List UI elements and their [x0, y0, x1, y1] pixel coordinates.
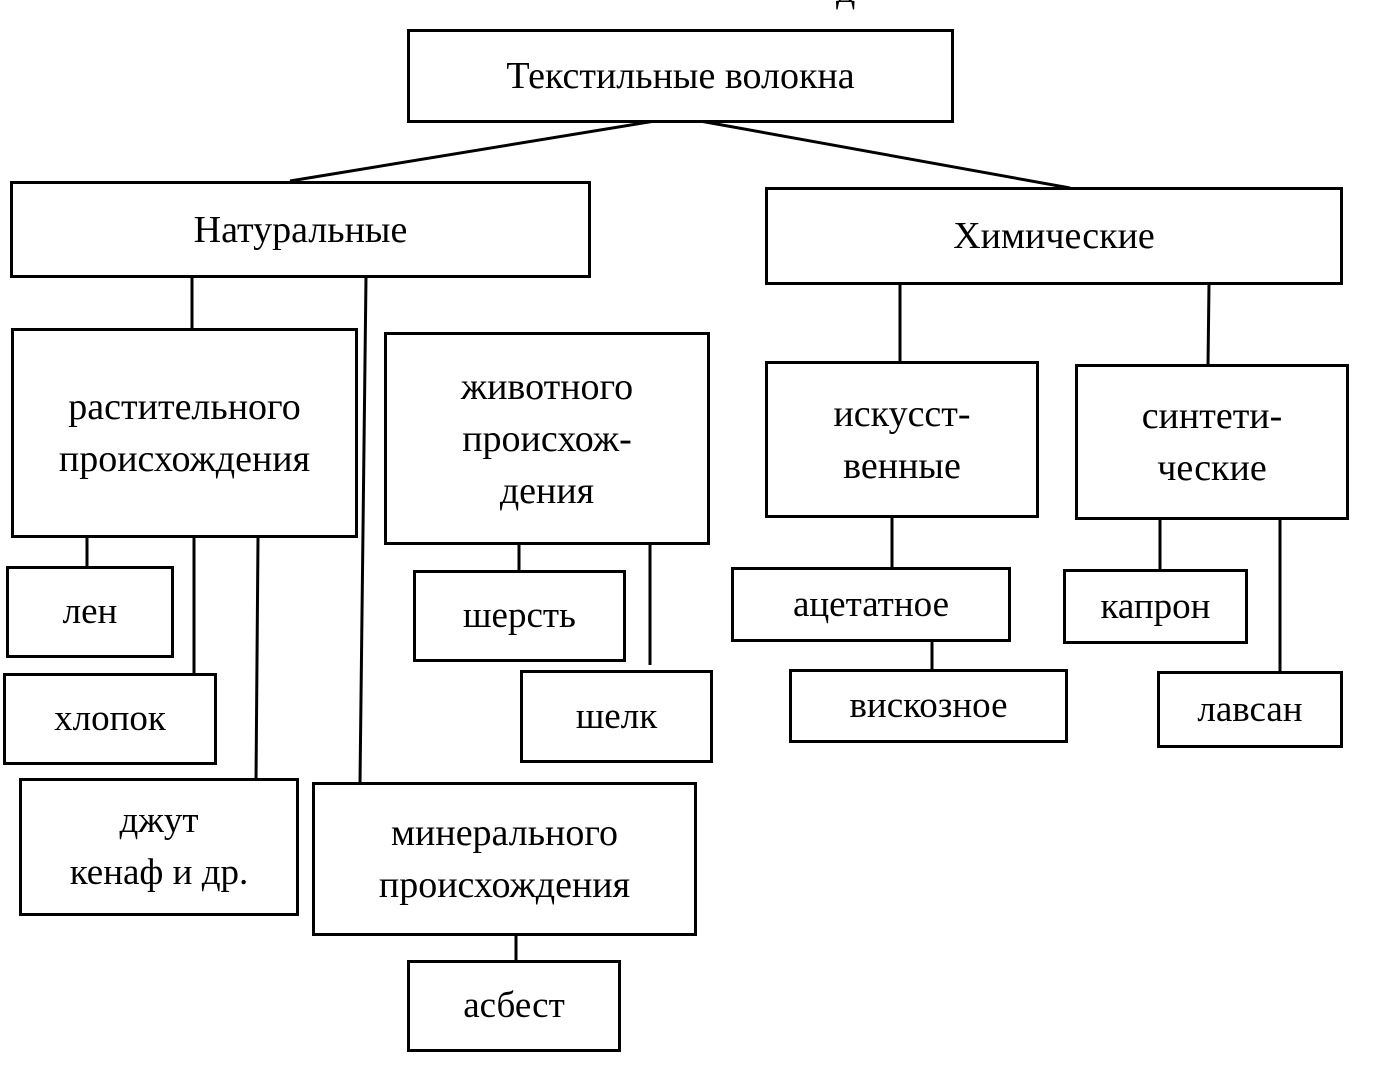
node-label: Химические: [953, 215, 1155, 257]
node-label: синтети-: [1141, 395, 1283, 437]
node-label: венные: [843, 444, 961, 487]
node-label: происхождения: [58, 438, 311, 480]
node-label: лавсан: [1197, 688, 1303, 730]
node-plant-origin: растительного происхождения: [11, 328, 358, 538]
node-label: растительного: [68, 386, 301, 428]
node-label: джут: [119, 800, 199, 841]
node-asbestos: асбест: [407, 960, 621, 1052]
node-acetate: ацетатное: [731, 567, 1011, 642]
node-label: хлопок: [54, 698, 166, 739]
connector-natural-mineral: [358, 276, 368, 784]
node-label: происхождения: [378, 864, 631, 906]
node-viscose: вискозное: [789, 669, 1068, 743]
node-wool: шерсть: [413, 570, 626, 662]
node-lavsan: лавсан: [1157, 671, 1343, 748]
connector-chemical-synthetic: [1206, 283, 1211, 367]
node-artificial: искусст- венные: [765, 361, 1039, 518]
node-label: капрон: [1100, 585, 1211, 627]
node-label: Текстильные волокна: [506, 55, 855, 97]
node-label: искусст-: [833, 392, 971, 435]
node-label: шелк: [575, 695, 658, 737]
node-textile-fibers: Текстильные волокна: [407, 29, 954, 123]
node-label: ческие: [1157, 447, 1267, 489]
node-natural: Натуральные: [10, 181, 591, 278]
connector-root-natural: [289, 119, 656, 183]
node-mineral-origin: минерального происхождения: [312, 782, 697, 936]
node-label: вискозное: [849, 685, 1008, 726]
node-label: животного: [460, 365, 634, 408]
node-label: дения: [499, 469, 595, 512]
node-jute: джут кенаф и др.: [19, 778, 299, 916]
node-label: Натуральные: [193, 208, 408, 251]
node-animal-origin: животного происхож- дения: [384, 332, 710, 545]
node-label: происхож-: [462, 417, 632, 460]
clipped-caption-fragment: д: [836, 0, 855, 10]
node-kapron: капрон: [1063, 569, 1248, 644]
connector-root-chemical: [699, 119, 1071, 190]
node-label: минерального: [390, 812, 619, 854]
node-silk: шелк: [520, 670, 713, 763]
node-label: ацетатное: [792, 583, 950, 625]
connector-plant-jute: [254, 537, 260, 783]
node-label: шерсть: [463, 595, 576, 636]
node-label: кенаф и др.: [69, 852, 249, 893]
node-chemical: Химические: [765, 187, 1343, 285]
node-flax: лен: [6, 566, 174, 658]
node-cotton: хлопок: [3, 673, 217, 765]
node-synthetic: синтети- ческие: [1075, 364, 1349, 520]
node-label: асбест: [463, 985, 565, 1026]
node-label: лен: [62, 591, 118, 632]
